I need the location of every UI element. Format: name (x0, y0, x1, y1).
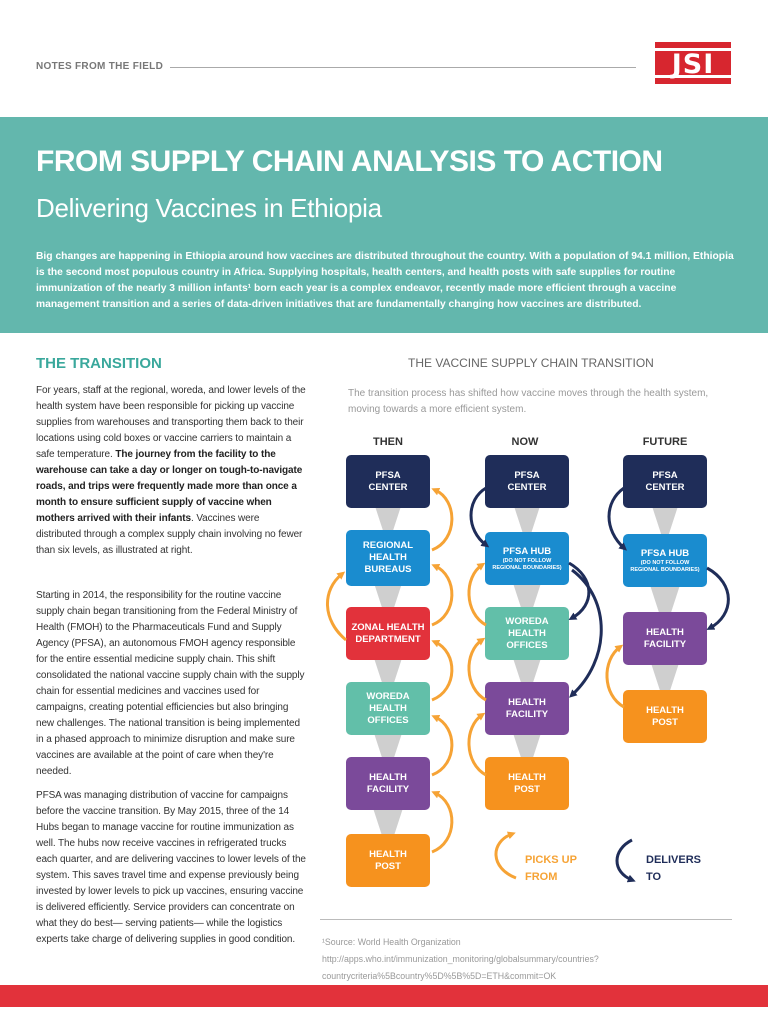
then-pickup-arrow-5 (431, 790, 454, 854)
now-deliver-arrow-3 (569, 568, 603, 698)
box-label: PFSA (514, 469, 540, 481)
paragraph-1-end: . Vaccines were distributed through a co… (36, 513, 303, 556)
page-subtitle: Delivering Vaccines in Ethiopia (36, 193, 382, 223)
legend-picks-up-line2: FROM (525, 871, 558, 883)
paragraph-1-intro: For years, staff at the regional, woreda… (36, 385, 306, 460)
now-pfsa-center: PFSA CENTER (485, 455, 569, 508)
then-woreda-health-offices: WOREDA HEALTH OFFICES (346, 682, 430, 735)
then-health-facility: HEALTH FACILITY (346, 757, 430, 810)
box-note: (DO NOT FOLLOW (502, 557, 552, 564)
then-pickup-arrow-4 (431, 714, 454, 777)
box-label: PFSA (652, 469, 678, 481)
legend-delivers: DELIVERS TO (646, 852, 701, 886)
future-health-post: HEALTH POST (623, 690, 707, 743)
then-pickup-arrow-3 (431, 639, 454, 702)
legend-picks-up-icon (494, 831, 517, 880)
intro-paragraph: Big changes are happening in Ethiopia ar… (36, 251, 734, 310)
header-divider (170, 67, 636, 68)
jsi-logo: JSI (655, 42, 731, 84)
then-health-post: HEALTH POST (346, 834, 430, 887)
box-label: HEALTH (508, 771, 546, 783)
future-pfsa-hub: PFSA HUB (DO NOT FOLLOW REGIONAL BOUNDAR… (623, 534, 707, 587)
box-label: HEALTH (646, 626, 684, 638)
box-label: POST (375, 860, 401, 872)
box-label: HEALTH (369, 552, 407, 563)
box-label: HEALTH (369, 771, 407, 783)
then-zonal-health-department: ZONAL HEALTH DEPARTMENT (346, 607, 430, 660)
box-label: WOREDA (505, 615, 549, 627)
footer-bar (0, 985, 768, 1007)
box-label: PFSA (375, 469, 401, 481)
diagram-description: The transition process has shifted how v… (348, 388, 709, 415)
column-heading-now: NOW (511, 436, 539, 448)
box-label: HEALTH (508, 627, 546, 639)
diagram-title: THE VACCINE SUPPLY CHAIN TRANSITION (408, 356, 654, 370)
now-pickup-arrow-3 (467, 562, 487, 627)
box-note: REGIONAL BOUNDARIES) (630, 566, 700, 573)
box-label: FACILITY (505, 708, 549, 720)
paragraph-2: Starting in 2014, the responsibility for… (36, 590, 305, 777)
future-pfsa-center: PFSA CENTER (623, 455, 707, 508)
legend-picks-up: PICKS UP FROM (525, 852, 577, 886)
then-pickup-arrow-1 (431, 487, 454, 552)
now-pickup-arrow-1 (467, 637, 487, 702)
then-pickup-arrow-left (326, 571, 347, 642)
box-label: HEALTH (646, 704, 684, 716)
then-pickup-arrow-2 (431, 563, 454, 627)
legend-delivers-line1: DELIVERS (646, 854, 702, 866)
paragraph-3: PFSA was managing distribution of vaccin… (36, 790, 306, 945)
box-label: REGIONAL (362, 540, 414, 551)
box-label: CENTER (645, 481, 685, 493)
paragraph-1: For years, staff at the regional, woreda… (36, 383, 306, 559)
legend-delivers-line2: TO (646, 871, 662, 883)
box-label: WOREDA (366, 690, 410, 702)
now-deliver-arrow-1 (469, 486, 490, 548)
box-label: OFFICES (367, 714, 409, 726)
box-label: CENTER (507, 481, 547, 493)
box-note: (DO NOT FOLLOW (640, 559, 690, 566)
now-pfsa-hub: PFSA HUB (DO NOT FOLLOW REGIONAL BOUNDAR… (485, 532, 569, 585)
box-label: ZONAL HEALTH (351, 621, 425, 633)
box-label: CENTER (368, 481, 408, 493)
future-pickup-arrow-1 (605, 644, 625, 709)
column-heading-then: THEN (373, 436, 403, 448)
then-regional-health-bureaus: REGIONAL HEALTH BUREAUS (346, 530, 430, 586)
now-woreda-health-offices: WOREDA HEALTH OFFICES (485, 607, 569, 660)
box-label: PFSA HUB (640, 547, 690, 559)
box-label: FACILITY (643, 638, 687, 650)
future-deliver-arrow-2 (706, 566, 730, 630)
box-label: HEALTH (369, 848, 407, 860)
then-pfsa-center: PFSA CENTER (346, 455, 430, 508)
future-health-facility: HEALTH FACILITY (623, 612, 707, 665)
box-label: HEALTH (508, 696, 546, 708)
box-label: OFFICES (506, 639, 548, 651)
legend-picks-up-line1: PICKS UP (525, 854, 577, 866)
box-label: PFSA HUB (502, 545, 552, 557)
now-health-facility: HEALTH FACILITY (485, 682, 569, 735)
page-title: FROM SUPPLY CHAIN ANALYSIS TO ACTION (36, 145, 663, 178)
now-deliver-arrow-2 (568, 561, 591, 620)
box-label: DEPARTMENT (355, 633, 421, 645)
legend-delivers-icon (615, 838, 636, 883)
future-deliver-arrow-1 (607, 486, 627, 551)
source-divider (320, 919, 732, 920)
box-label: FACILITY (366, 783, 410, 795)
paragraph-1-emphasis: The journey from the facility to the war… (36, 449, 303, 524)
box-label: POST (652, 716, 678, 728)
source-footnote: ¹Source: World Health Organization http:… (322, 937, 599, 981)
now-health-post: HEALTH POST (485, 757, 569, 810)
box-label: BUREAUS (364, 564, 412, 575)
now-pickup-arrow-2 (467, 712, 487, 777)
title-banner: FROM SUPPLY CHAIN ANALYSIS TO ACTION Del… (0, 117, 768, 333)
logo-text: JSI (671, 49, 715, 80)
series-label: NOTES FROM THE FIELD (36, 61, 164, 72)
section-heading: THE TRANSITION (36, 355, 162, 372)
box-note: REGIONAL BOUNDARIES) (492, 564, 562, 571)
box-label: POST (514, 783, 540, 795)
column-heading-future: FUTURE (642, 436, 688, 448)
box-label: HEALTH (369, 702, 407, 714)
